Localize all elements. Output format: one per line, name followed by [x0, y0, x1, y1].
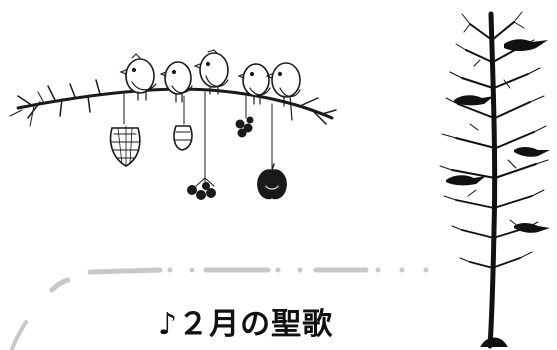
bird-5 [265, 62, 301, 121]
bird-4 [237, 63, 271, 105]
birds-on-branch-illustration [9, 49, 337, 200]
page-title: ♪２月の聖歌 [158, 307, 334, 342]
dashed-divider-line [10, 267, 429, 350]
berry-ornament [187, 177, 216, 200]
bird-1 [119, 53, 157, 101]
flower-ornament [235, 116, 254, 138]
pine-cone-ornament [109, 125, 141, 167]
bird-3 [193, 49, 229, 95]
acorn-ornament [173, 125, 193, 151]
crow-icon [446, 39, 550, 233]
bare-tree-with-crows-illustration [439, 11, 550, 349]
bird-2 [159, 61, 193, 103]
apple-ornament [257, 163, 287, 200]
